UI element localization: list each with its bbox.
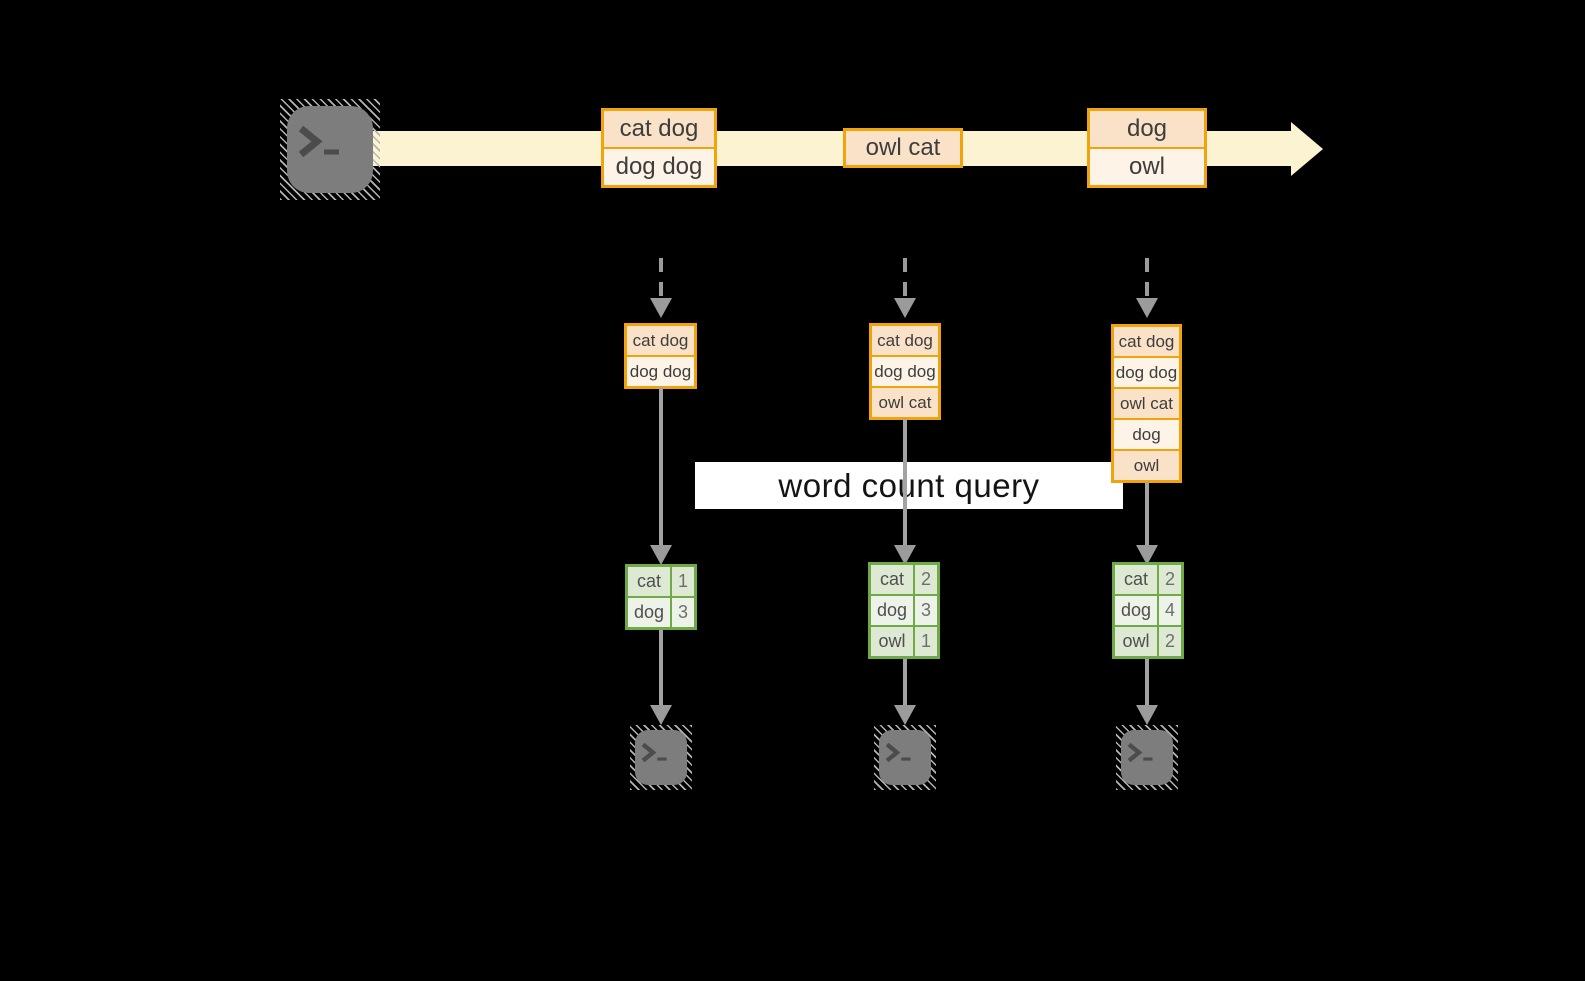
trigger-arrow-stem	[1145, 258, 1149, 298]
source-terminal-icon	[280, 99, 380, 200]
word-cell: dog	[628, 598, 670, 627]
stream-batch-box-1: cat dog dog dog	[601, 108, 717, 188]
count-cell: 1	[672, 567, 694, 596]
query-connector-arrowhead-icon	[894, 545, 916, 565]
output-arrow-stem	[659, 630, 663, 705]
count-cell: 2	[915, 565, 937, 594]
query-connector-arrowhead-icon	[1136, 545, 1158, 565]
word-cell: owl	[871, 627, 913, 656]
state-row: cat dog	[872, 326, 938, 355]
trigger-arrowhead-icon	[1136, 298, 1158, 318]
count-cell: 4	[1159, 596, 1181, 625]
input-state-box-3: cat dog dog dog owl cat dog owl	[1111, 324, 1182, 483]
state-row: dog dog	[872, 357, 938, 386]
input-state-box-1: cat dog dog dog	[624, 323, 697, 389]
count-cell: 3	[915, 596, 937, 625]
prompt-icon	[1127, 742, 1153, 763]
word-count-table-1: cat 1 dog 3	[625, 564, 697, 630]
prompt-icon	[885, 742, 911, 763]
sink-terminal-icon	[1116, 725, 1178, 790]
sink-terminal-icon	[874, 725, 936, 790]
word-cell: owl	[1115, 627, 1157, 656]
state-row: dog dog	[627, 357, 694, 386]
query-label: word count query	[695, 462, 1123, 509]
state-row: owl cat	[1114, 389, 1179, 418]
word-cell: dog	[1115, 596, 1157, 625]
output-arrowhead-icon	[894, 705, 916, 725]
stream-batch-box-3: dog owl	[1087, 108, 1207, 188]
query-connector-line	[903, 419, 907, 545]
input-state-box-2: cat dog dog dog owl cat	[869, 323, 941, 420]
count-cell: 2	[1159, 627, 1181, 656]
batch-row: dog dog	[604, 149, 714, 185]
state-row: cat dog	[627, 326, 694, 355]
trigger-arrowhead-icon	[894, 298, 916, 318]
word-cell: dog	[871, 596, 913, 625]
trigger-arrowhead-icon	[650, 298, 672, 318]
count-cell: 2	[1159, 565, 1181, 594]
trigger-arrow-stem	[903, 258, 907, 298]
prompt-icon	[298, 125, 339, 158]
count-cell: 1	[915, 627, 937, 656]
trigger-arrow-stem	[659, 258, 663, 298]
prompt-icon	[641, 742, 667, 763]
word-cell: cat	[628, 567, 670, 596]
stream-timeline-arrowhead-icon	[1291, 122, 1323, 176]
word-count-table-2: cat 2 dog 3 owl 1	[868, 562, 940, 659]
output-arrow-stem	[903, 659, 907, 705]
stream-batch-box-2: owl cat	[843, 128, 963, 168]
query-connector-line	[659, 387, 663, 545]
count-cell: 3	[672, 598, 694, 627]
output-arrowhead-icon	[650, 705, 672, 725]
batch-row: owl cat	[846, 131, 960, 165]
batch-row: cat dog	[604, 111, 714, 147]
query-connector-arrowhead-icon	[650, 545, 672, 565]
state-row: cat dog	[1114, 327, 1179, 356]
state-row: dog	[1114, 420, 1179, 449]
word-count-table-3: cat 2 dog 4 owl 2	[1112, 562, 1184, 659]
query-connector-line	[1145, 482, 1149, 545]
word-cell: cat	[871, 565, 913, 594]
batch-row: dog	[1090, 111, 1204, 147]
word-cell: cat	[1115, 565, 1157, 594]
sink-terminal-icon	[630, 725, 692, 790]
output-arrowhead-icon	[1136, 705, 1158, 725]
output-arrow-stem	[1145, 659, 1149, 705]
batch-row: owl	[1090, 149, 1204, 185]
state-row: owl	[1114, 451, 1179, 480]
state-row: dog dog	[1114, 358, 1179, 387]
state-row: owl cat	[872, 388, 938, 417]
